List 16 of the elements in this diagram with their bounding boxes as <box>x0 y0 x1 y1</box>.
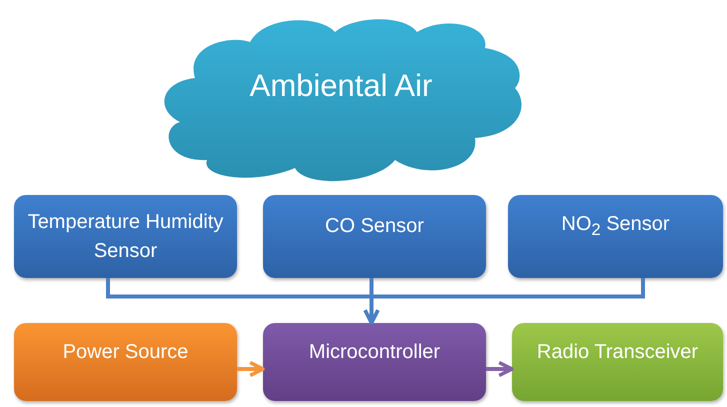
process-box <box>263 195 486 278</box>
process-box <box>263 323 486 401</box>
node-label: Temperature Humidity Sensor <box>26 210 224 264</box>
arrow <box>486 360 514 378</box>
node-label: Radio Transceiver <box>536 340 698 364</box>
process-box <box>512 323 723 401</box>
process-box <box>508 195 723 278</box>
node-label: Power Source <box>62 340 188 364</box>
node-label: NO$_{2}$ Sensor <box>561 212 670 242</box>
process-box <box>14 323 237 401</box>
arrow <box>363 278 645 325</box>
process-box <box>14 195 237 278</box>
node-label: CO Sensor <box>325 214 424 239</box>
node-label: Microcontroller <box>308 340 440 364</box>
arrow <box>237 360 265 378</box>
node-label: Ambiental Air <box>250 66 432 105</box>
